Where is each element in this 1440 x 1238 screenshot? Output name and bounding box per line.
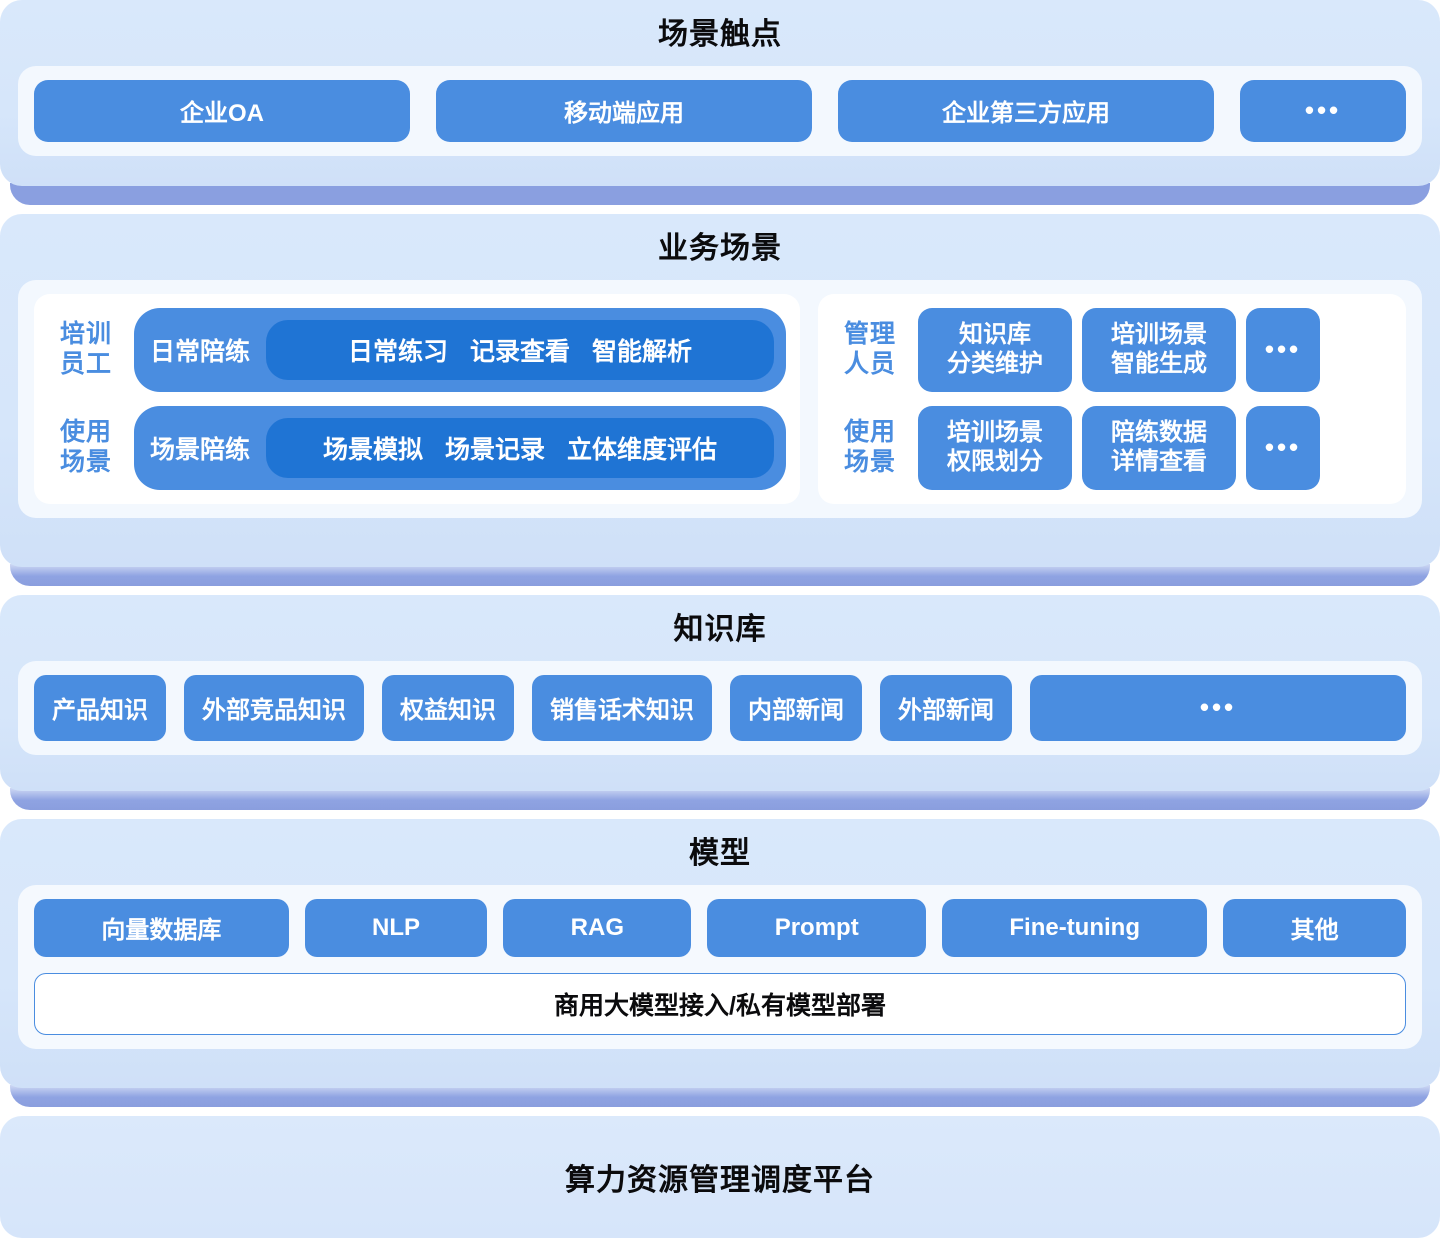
kb-item-product-knowledge[interactable]: 产品知识 xyxy=(34,674,166,741)
kb-item-sales-script-knowledge[interactable]: 销售话术知识 xyxy=(532,674,712,741)
role-label-line2: 员工 xyxy=(59,349,112,378)
role-label-line2: 人员 xyxy=(843,349,896,378)
admin-item-coaching-data-detail[interactable]: 陪练数据 详情查看 xyxy=(1082,405,1236,490)
admin-card: 管理 人员 知识库 分类维护 xyxy=(818,293,1406,504)
touchpoint-item-third-party-app[interactable]: 企业第三方应用 xyxy=(838,79,1214,142)
chip-line1: 陪练数据 xyxy=(1111,418,1207,446)
knowledge-panel: 知识库 产品知识 外部竞品知识 权益知识 销售话术知识 内部新闻 外部新闻 ••… xyxy=(0,595,1440,791)
role-label-usage-scenario: 使用 场景 xyxy=(48,418,124,477)
layer-touchpoints: 场景触点 企业OA 移动端应用 企业第三方应用 ••• xyxy=(0,0,1440,205)
layer-model: 模型 向量数据库 NLP RAG Prompt Fine-tuning 其他 商… xyxy=(0,819,1440,1107)
business-left-group: 培训 员工 日常陪练 日常练习 记录查看 智能解析 xyxy=(34,293,800,504)
model-item-vector-db[interactable]: 向量数据库 xyxy=(34,898,289,957)
model-deployment-band: 商用大模型接入/私有模型部署 xyxy=(34,972,1406,1035)
business-card: 培训 员工 日常陪练 日常练习 记录查看 智能解析 xyxy=(18,279,1422,518)
kb-item-external-news[interactable]: 外部新闻 xyxy=(880,674,1012,741)
chip-line1: 知识库 xyxy=(959,320,1031,348)
role-label-line1: 使用 xyxy=(843,418,896,446)
role-label-managers: 管理 人员 xyxy=(832,320,908,379)
pill-scenario-coaching[interactable]: 场景陪练 场景模拟 场景记录 立体维度评估 xyxy=(134,405,786,490)
pill-daily-coaching[interactable]: 日常陪练 日常练习 记录查看 智能解析 xyxy=(134,307,786,392)
kb-item-internal-news[interactable]: 内部新闻 xyxy=(730,674,862,741)
admin-item-more-icon[interactable]: ••• xyxy=(1246,307,1320,392)
tag-smart-analysis[interactable]: 智能解析 xyxy=(592,337,693,366)
compute-platform-panel: 算力资源管理调度平台 xyxy=(0,1116,1440,1238)
admin-row-usage-scenario: 使用 场景 培训场景 权限划分 xyxy=(832,405,1392,490)
knowledge-card: 产品知识 外部竞品知识 权益知识 销售话术知识 内部新闻 外部新闻 ••• xyxy=(18,660,1422,755)
layer-shadow-bar xyxy=(10,183,1430,205)
kb-item-more-icon[interactable]: ••• xyxy=(1030,674,1406,741)
chip-line2: 智能生成 xyxy=(1111,349,1207,377)
pill-lead-label: 日常陪练 xyxy=(150,337,251,366)
model-row: 向量数据库 NLP RAG Prompt Fine-tuning 其他 xyxy=(34,898,1407,957)
layer-title-knowledge: 知识库 xyxy=(673,613,767,646)
admin-item-kb-classification[interactable]: 知识库 分类维护 xyxy=(918,307,1072,392)
chip-line2: 详情查看 xyxy=(1111,447,1207,475)
business-right-group: 管理 人员 知识库 分类维护 xyxy=(818,293,1406,504)
chip-line2: 权限划分 xyxy=(947,447,1043,475)
role-label-line1: 使用 xyxy=(59,418,112,446)
inner-pill-scenario-tags: 场景模拟 场景记录 立体维度评估 xyxy=(266,417,774,478)
tag-record-view[interactable]: 记录查看 xyxy=(470,337,571,366)
layer-compute-platform: 算力资源管理调度平台 xyxy=(0,1116,1440,1238)
knowledge-row: 产品知识 外部竞品知识 权益知识 销售话术知识 内部新闻 外部新闻 ••• xyxy=(34,674,1406,741)
layer-title-compute-platform: 算力资源管理调度平台 xyxy=(565,1164,875,1197)
model-panel: 模型 向量数据库 NLP RAG Prompt Fine-tuning 其他 商… xyxy=(0,819,1440,1088)
touchpoint-item-mobile-app[interactable]: 移动端应用 xyxy=(436,79,812,142)
layer-knowledge-base: 知识库 产品知识 外部竞品知识 权益知识 销售话术知识 内部新闻 外部新闻 ••… xyxy=(0,595,1440,810)
model-item-fine-tuning[interactable]: Fine-tuning xyxy=(942,898,1208,957)
layer-shadow-bar xyxy=(10,564,1430,586)
biz-row-usage-scenario: 使用 场景 场景陪练 场景模拟 场景记录 立体维度评估 xyxy=(48,405,786,490)
layer-title-touchpoints: 场景触点 xyxy=(658,18,782,51)
admin-item-scenario-permission[interactable]: 培训场景 权限划分 xyxy=(918,405,1072,490)
model-card: 向量数据库 NLP RAG Prompt Fine-tuning 其他 商用大模… xyxy=(18,884,1422,1049)
role-label-usage-scenario: 使用 场景 xyxy=(832,418,908,477)
role-label-training-staff: 培训 员工 xyxy=(48,320,124,379)
role-label-line2: 场景 xyxy=(59,447,112,476)
model-item-rag[interactable]: RAG xyxy=(503,898,692,957)
chip-line2: 分类维护 xyxy=(947,349,1043,377)
chip-line1: 培训场景 xyxy=(947,418,1043,446)
kb-item-competitor-knowledge[interactable]: 外部竞品知识 xyxy=(184,674,364,741)
chip-line1: 培训场景 xyxy=(1111,320,1207,348)
tag-scenario-record[interactable]: 场景记录 xyxy=(445,435,546,464)
model-item-nlp[interactable]: NLP xyxy=(304,898,488,957)
layer-business-scenarios: 业务场景 培训 员工 日常陪练 xyxy=(0,214,1440,586)
tag-scenario-simulation[interactable]: 场景模拟 xyxy=(322,435,423,464)
role-label-line2: 场景 xyxy=(843,447,896,476)
inner-pill-daily-tags: 日常练习 记录查看 智能解析 xyxy=(266,319,774,380)
touchpoints-row: 企业OA 移动端应用 企业第三方应用 ••• xyxy=(34,79,1406,142)
tag-daily-practice[interactable]: 日常练习 xyxy=(347,337,448,366)
admin-item-more-icon[interactable]: ••• xyxy=(1246,405,1320,490)
model-item-other[interactable]: 其他 xyxy=(1223,898,1407,957)
touchpoint-item-enterprise-oa[interactable]: 企业OA xyxy=(34,79,410,142)
layer-title-business: 业务场景 xyxy=(658,232,782,265)
business-panel: 业务场景 培训 员工 日常陪练 xyxy=(0,214,1440,567)
tag-multidimensional-evaluation[interactable]: 立体维度评估 xyxy=(567,435,718,464)
biz-row-training-staff: 培训 员工 日常陪练 日常练习 记录查看 智能解析 xyxy=(48,307,786,392)
role-label-line1: 培训 xyxy=(59,320,112,348)
kb-item-benefits-knowledge[interactable]: 权益知识 xyxy=(382,674,514,741)
touchpoints-panel: 场景触点 企业OA 移动端应用 企业第三方应用 ••• xyxy=(0,0,1440,186)
layer-shadow-bar xyxy=(10,788,1430,810)
touchpoints-card: 企业OA 移动端应用 企业第三方应用 ••• xyxy=(18,65,1422,156)
admin-item-scenario-generation[interactable]: 培训场景 智能生成 xyxy=(1082,307,1236,392)
pill-lead-label: 场景陪练 xyxy=(150,435,251,464)
touchpoint-item-more-icon[interactable]: ••• xyxy=(1240,79,1406,142)
layer-shadow-bar xyxy=(10,1085,1430,1107)
business-groups: 培训 员工 日常陪练 日常练习 记录查看 智能解析 xyxy=(34,293,1406,504)
layer-title-model: 模型 xyxy=(689,837,751,870)
role-label-line1: 管理 xyxy=(843,320,896,348)
trainee-card: 培训 员工 日常陪练 日常练习 记录查看 智能解析 xyxy=(34,293,800,504)
model-item-prompt[interactable]: Prompt xyxy=(707,898,927,957)
admin-row-managers: 管理 人员 知识库 分类维护 xyxy=(832,307,1392,392)
